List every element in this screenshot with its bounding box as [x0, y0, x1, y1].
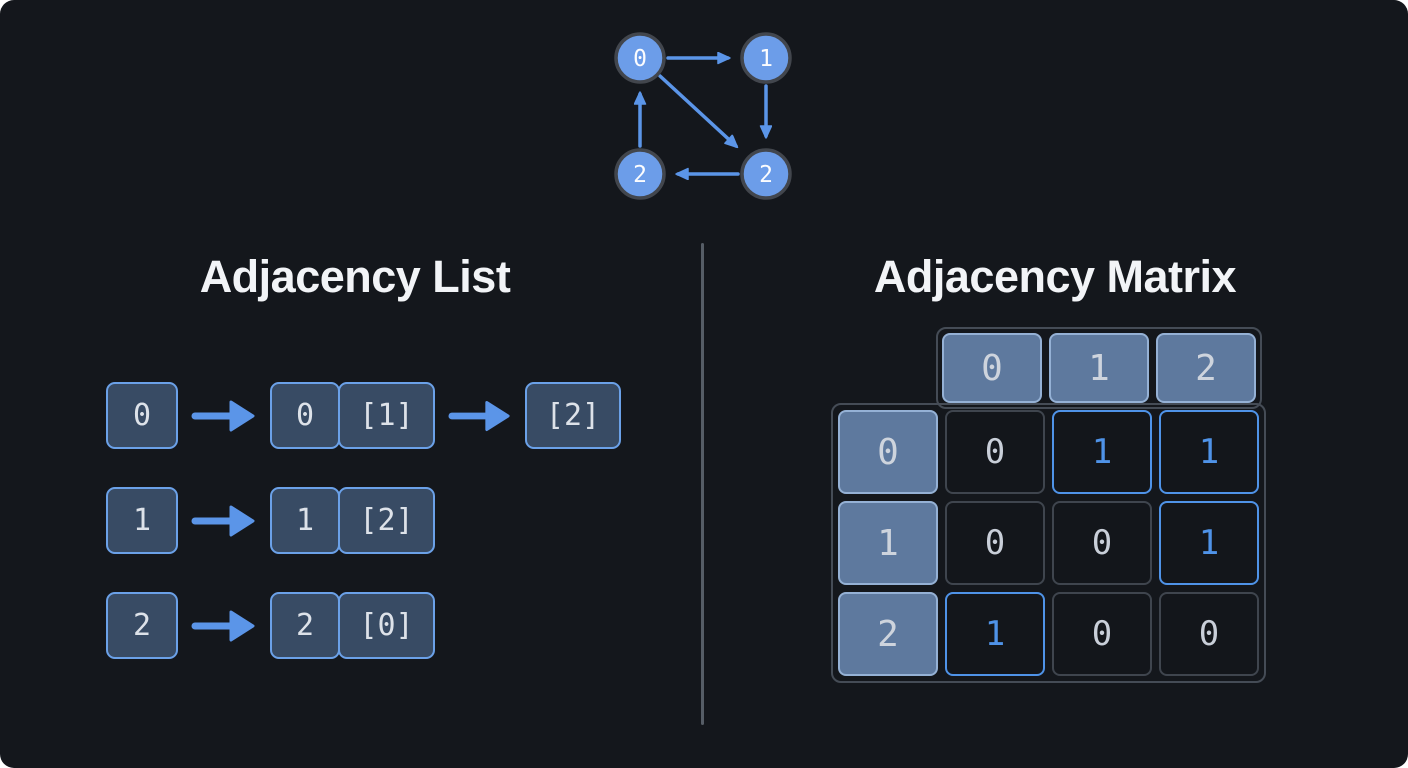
adjacency-matrix-title: Adjacency Matrix	[873, 251, 1237, 302]
matrix-body: 0 0 1 1 1 0 0 1 2 1 0 0	[831, 403, 1266, 683]
matrix-cell-1-0: 0	[945, 501, 1045, 585]
vertex-box: 1	[106, 487, 178, 554]
matrix-col-header: 1	[1049, 333, 1149, 403]
node-value-box: 0	[270, 382, 340, 449]
neighbor-box: [2]	[338, 487, 435, 554]
list-node-pair: 1 [2]	[270, 487, 435, 554]
neighbor-box: [0]	[338, 592, 435, 659]
graph-node-0	[614, 32, 666, 84]
list-node-pair: 0 [1]	[270, 382, 435, 449]
node-value-box: 1	[270, 487, 340, 554]
right-arrow-icon	[191, 610, 255, 641]
vertex-box: 2	[106, 592, 178, 659]
matrix-row-header: 1	[838, 501, 938, 585]
edge-0-to-2	[658, 74, 736, 146]
matrix-cell-0-0: 0	[945, 410, 1045, 494]
right-arrow-icon	[191, 400, 255, 431]
graph-node-2-left-label: 2	[633, 162, 647, 188]
graph-node-1-label: 1	[759, 46, 773, 72]
matrix-cell-2-1: 0	[1052, 592, 1152, 676]
graph-node-2-left	[614, 148, 666, 200]
adjacency-list-title: Adjacency List	[199, 251, 511, 302]
matrix-cell-2-0: 1	[945, 592, 1045, 676]
node-value-box: 2	[270, 592, 340, 659]
section-divider	[701, 243, 704, 725]
right-arrow-icon	[191, 505, 255, 536]
matrix-cell-1-2: 1	[1159, 501, 1259, 585]
matrix-cell-0-1: 1	[1052, 410, 1152, 494]
matrix-column-headers: 0 1 2	[936, 327, 1262, 409]
matrix-row-header: 0	[838, 410, 938, 494]
vertex-box: 0	[106, 382, 178, 449]
matrix-row-header: 2	[838, 592, 938, 676]
adjacency-list-row-1: 1 1 [2]	[106, 487, 435, 554]
list-node-pair: 2 [0]	[270, 592, 435, 659]
graph-node-2-right-label: 2	[759, 162, 773, 188]
matrix-cell-0-2: 1	[1159, 410, 1259, 494]
adjacency-list-row-0: 0 0 [1] [2]	[106, 382, 621, 449]
matrix-col-header: 0	[942, 333, 1042, 403]
adjacency-list-row-2: 2 2 [0]	[106, 592, 435, 659]
graph-node-0-label: 0	[633, 46, 647, 72]
neighbor-box: [1]	[338, 382, 435, 449]
directed-graph: 0 1 2 2	[614, 32, 792, 200]
matrix-cell-1-1: 0	[1052, 501, 1152, 585]
matrix-cell-2-2: 0	[1159, 592, 1259, 676]
graph-node-2-right	[740, 148, 792, 200]
right-arrow-icon	[448, 400, 510, 431]
graph-node-1	[740, 32, 792, 84]
matrix-col-header: 2	[1156, 333, 1256, 403]
neighbor-box: [2]	[525, 382, 621, 449]
